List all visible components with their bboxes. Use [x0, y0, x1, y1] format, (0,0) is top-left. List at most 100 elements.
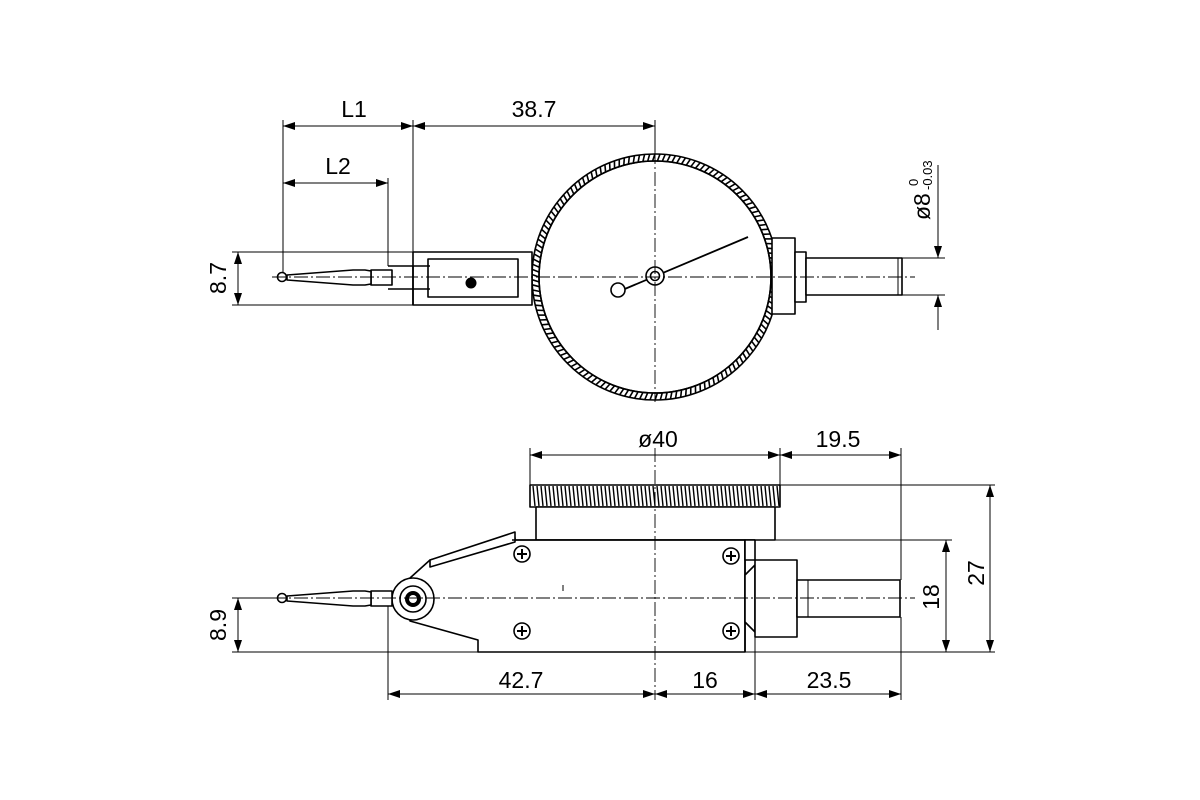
knurl-tick [614, 386, 620, 394]
dim-text-dia40: ø40 [638, 426, 678, 452]
side-stylus-shank [370, 590, 393, 607]
dim-text-42-7: 42.7 [499, 667, 544, 693]
body-top-plate [429, 531, 516, 568]
knurl-tick [543, 224, 550, 231]
knurl-tick [560, 352, 568, 357]
knurl-tick [532, 289, 541, 293]
knurl-tick [756, 332, 763, 339]
knurl-tick [604, 383, 611, 390]
knurl-tick [543, 327, 552, 331]
knurl-tick [751, 210, 759, 214]
knurl-tick [666, 154, 672, 162]
knurl-tick [588, 485, 592, 507]
knurl-tick [599, 381, 607, 388]
knurl-tick [552, 485, 556, 507]
knurl-tick [712, 485, 716, 507]
knurl-tick [754, 214, 762, 218]
knurl-tick [680, 485, 684, 507]
knurl-tick [735, 359, 741, 367]
knurl-tick [763, 314, 771, 321]
knurl-tick [736, 485, 740, 507]
dim-text-19-5: 19.5 [816, 426, 861, 452]
knurl-tick [649, 392, 654, 401]
side-view: ø40 19.5 27 18 8.9 42.7 16 23.5 [205, 426, 995, 700]
knurl-tick [728, 485, 732, 507]
side-stylus-taper [286, 590, 372, 607]
clamp-screw [465, 277, 477, 289]
knurl-tick [586, 374, 594, 381]
screw-bottom-left [513, 622, 531, 640]
knurl-tick [562, 194, 568, 202]
knurl-tick [744, 485, 748, 507]
knurl-tick [668, 485, 672, 507]
knurl-tick [633, 391, 639, 399]
knurl-tick [548, 336, 556, 340]
knurl-tick [541, 323, 550, 326]
stem-collar [771, 237, 796, 315]
knurl-tick [544, 485, 548, 507]
knurl-tick [547, 215, 554, 222]
knurl-tick [574, 365, 582, 371]
knurl-tick [581, 177, 586, 185]
knurl-tick [728, 366, 733, 374]
knurl-tick [674, 390, 678, 399]
knurl-tick [738, 356, 744, 364]
knurl-tick [760, 485, 764, 507]
knurl-tick [748, 344, 754, 352]
knurl-tick [590, 376, 598, 383]
knurl-tick [684, 388, 687, 397]
knurl-tick [756, 219, 765, 222]
knurl-tick [599, 166, 603, 175]
knurl-tick [560, 485, 564, 507]
knurl-tick [604, 164, 607, 173]
knurl-tick [604, 485, 608, 507]
knurl-tick [659, 392, 664, 401]
screw-bottom-right [722, 622, 740, 640]
knurl-tick [553, 344, 562, 349]
knurl-tick [531, 278, 540, 283]
knurl-tick [731, 362, 737, 371]
dim-text-38-7: 38.7 [512, 96, 557, 122]
knurl-tick [551, 340, 559, 344]
knurl-tick [660, 485, 664, 507]
knurl-tick [700, 485, 704, 507]
knurl-tick [708, 168, 715, 175]
knurl-tick [676, 485, 680, 507]
knurl-tick [760, 323, 767, 330]
knurl-tick [772, 485, 776, 507]
knurl-tick [637, 154, 641, 163]
knurl-tick [742, 197, 750, 202]
knurl-tick [703, 381, 706, 390]
pivot-core-hi [409, 595, 417, 603]
knurl-tick [624, 485, 628, 507]
top-view: L1 38.7 L2 8.7 ø8 0 -0.03 [205, 96, 945, 402]
knurl-tick [694, 162, 701, 169]
dim-text-8-9: 8.9 [205, 609, 231, 641]
knurl-tick [595, 379, 602, 386]
knurl-tick [545, 332, 554, 335]
knurl-tick [584, 485, 588, 507]
knurl-tick [656, 485, 660, 507]
knurl-tick [651, 153, 656, 162]
knurl-tick [764, 485, 768, 507]
knurl-tick [735, 190, 744, 195]
knurl-tick [532, 485, 536, 507]
knurl-tick [716, 485, 720, 507]
stylus-taper [286, 269, 372, 286]
knurl-tick [534, 299, 542, 302]
knurl-tick [648, 485, 652, 507]
knurl-tick [758, 328, 765, 335]
knurl-tick [539, 233, 547, 240]
knurl-tick [720, 372, 724, 380]
knurl-tick [724, 179, 732, 186]
knurl-tick [745, 201, 754, 206]
knurl-tick [758, 223, 767, 227]
knurl-tick [627, 156, 631, 165]
knurl-tick [623, 389, 630, 397]
knurl-tick [563, 355, 571, 361]
knurl-tick [716, 173, 724, 180]
knurl-tick [765, 309, 773, 316]
knurl-tick [609, 385, 616, 392]
stem [805, 257, 903, 296]
knurl-tick [748, 205, 757, 210]
